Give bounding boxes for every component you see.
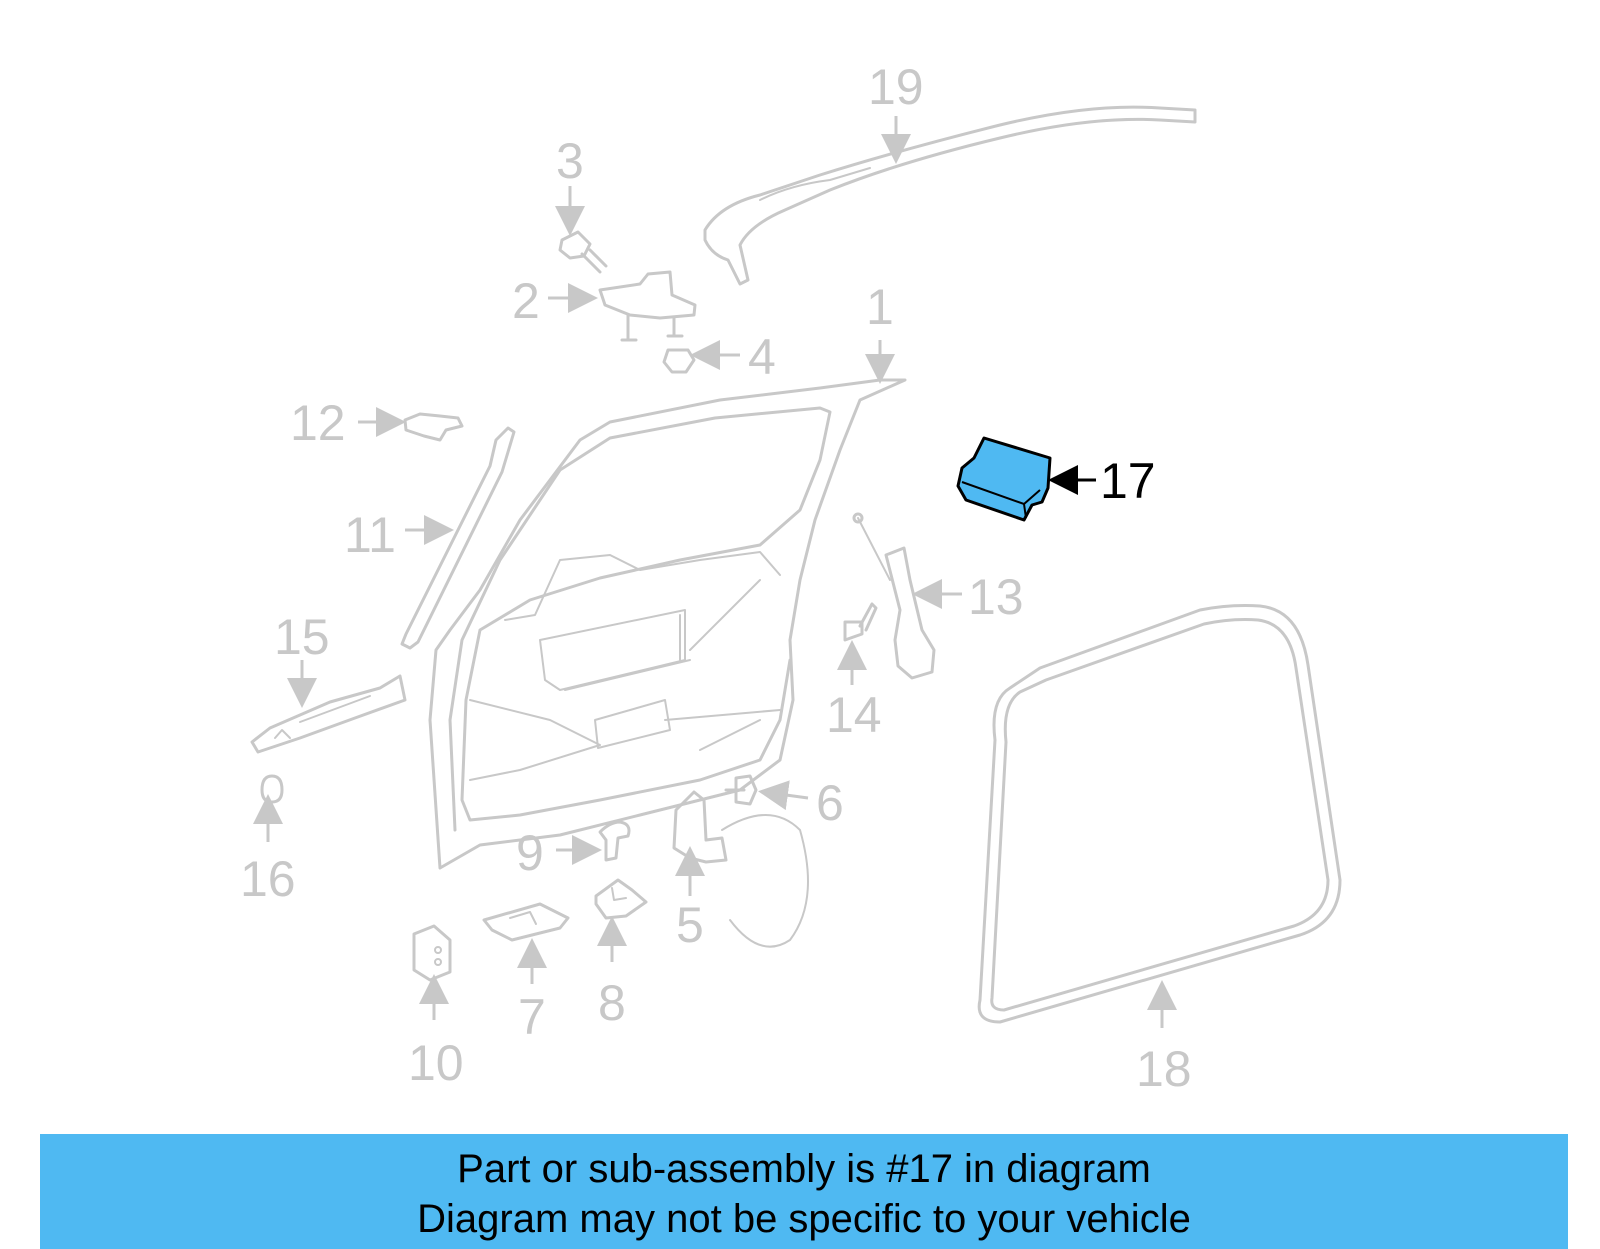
part-3-bolt: [558, 230, 608, 274]
callout-arrows: [253, 116, 1177, 1028]
callout-9: 9: [516, 825, 544, 881]
callout-4: 4: [748, 329, 776, 385]
callout-14: 14: [826, 687, 882, 743]
callout-13: 13: [968, 569, 1024, 625]
part-10-switch: [412, 924, 452, 982]
part-12-fastener: [403, 412, 464, 442]
callout-8: 8: [598, 975, 626, 1031]
callout-15: 15: [274, 609, 330, 665]
banner-line-1: Part or sub-assembly is #17 in diagram: [457, 1147, 1151, 1191]
part-15-handle: [250, 674, 407, 754]
part-11-strut: [400, 426, 516, 650]
part-2-hinge: [598, 270, 697, 342]
part-17-module: [956, 436, 1052, 522]
callout-5: 5: [676, 897, 704, 953]
part-1-liftgate: [428, 378, 907, 870]
callout-18: 18: [1136, 1041, 1192, 1097]
part-4-clip: [662, 348, 696, 374]
part-6-bolt: [724, 774, 758, 806]
callout-3: 3: [556, 133, 584, 189]
callout-16: 16: [240, 851, 296, 907]
part-13-actuator: [852, 512, 936, 680]
part-16-grommet: [260, 774, 284, 804]
callout-10: 10: [408, 1035, 464, 1091]
callout-11: 11: [344, 507, 396, 563]
callout-2: 2: [512, 273, 540, 329]
callout-6: 6: [816, 775, 844, 831]
callout-19: 19: [868, 59, 924, 115]
part-9-pin: [598, 820, 631, 862]
callout-12: 12: [290, 395, 346, 451]
part-14-pin: [843, 602, 878, 642]
banner-line-2: Diagram may not be specific to your vehi…: [417, 1197, 1191, 1241]
part-8-striker: [594, 878, 648, 920]
part-18-weatherstrip: [977, 604, 1342, 1024]
callout-17: 17: [1100, 453, 1156, 509]
callout-labels: 19 3 2 4 1 12 11 13 14 15 16 6 5 9 8 7 1…: [240, 59, 1192, 1097]
info-banner: Part or sub-assembly is #17 in diagram D…: [40, 1134, 1568, 1249]
callout-1: 1: [866, 279, 894, 335]
part-7-bracket: [482, 902, 570, 942]
callout-7: 7: [518, 989, 546, 1045]
part-19-rail: [703, 105, 1197, 286]
